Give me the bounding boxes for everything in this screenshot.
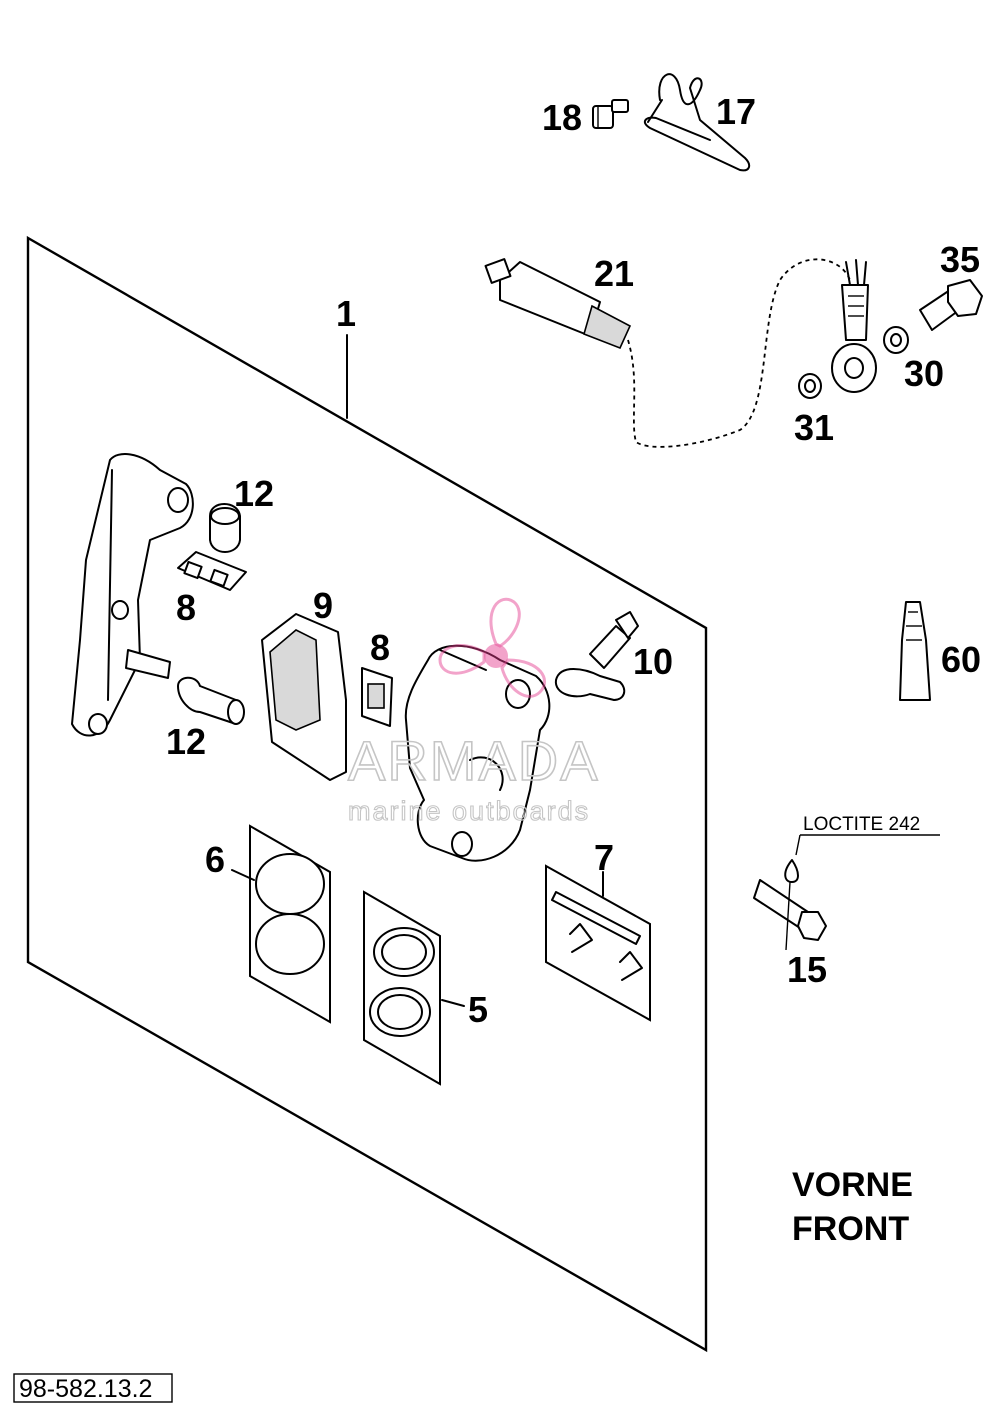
callout-12-lower: 12 (166, 721, 206, 762)
guide-bushing-upper (209, 503, 241, 553)
pad-pin-and-clips (551, 891, 643, 981)
leader-5 (441, 999, 465, 1007)
callout-21: 21 (594, 253, 634, 294)
bleeder-valve (554, 611, 639, 701)
caliper-assembly-panel (26, 235, 708, 1353)
callout-15: 15 (787, 949, 827, 990)
watermark-brand: ARMADA (348, 729, 600, 792)
callout-12-upper: 12 (234, 473, 274, 514)
brake-hose-dashed (627, 258, 851, 448)
callout-10: 10 (633, 641, 673, 682)
brake-pad (261, 613, 347, 781)
drawing-ref-box (13, 1373, 173, 1403)
leader-15 (785, 881, 791, 951)
brake-line-clip (643, 73, 751, 172)
leader-6 (231, 869, 255, 881)
callout-35: 35 (940, 239, 980, 280)
caliper-bracket (71, 453, 194, 737)
callout-17: 17 (716, 91, 756, 132)
banjo-hose-fitting (831, 259, 877, 393)
callout-30: 30 (904, 353, 944, 394)
hose-end-fitting (484, 258, 632, 350)
caliper-pistons (255, 853, 325, 975)
front-label-de: VORNE (792, 1166, 913, 1204)
guide-pin-lower (177, 676, 245, 725)
watermark-logo (438, 597, 546, 698)
pad-spring-upper (177, 551, 247, 591)
banjo-bolt (919, 279, 983, 331)
front-label-en: FRONT (792, 1210, 909, 1248)
clip-screw (592, 99, 629, 129)
washer-30-hole (890, 333, 902, 347)
pad-spring-lower (361, 667, 393, 727)
callout-6: 6 (205, 839, 225, 880)
callout-1: 1 (336, 293, 356, 334)
callout-5: 5 (468, 989, 488, 1030)
callout-8-upper: 8 (176, 587, 196, 628)
caliper-body (404, 644, 551, 862)
callout-7: 7 (594, 837, 614, 878)
caliper-bolt (753, 834, 940, 941)
washer-31-hole (804, 379, 816, 393)
callout-9: 9 (313, 585, 333, 626)
piston-seals (369, 927, 435, 1037)
callout-8-lower: 8 (370, 627, 390, 668)
watermark-tagline: marine outboards (348, 796, 590, 826)
callout-31: 31 (794, 407, 834, 448)
threadlocker-bottle (899, 601, 931, 701)
callout-60: 60 (941, 639, 981, 680)
callout-18: 18 (542, 97, 582, 138)
loctite-note: LOCTITE 242 (803, 814, 920, 835)
drawing-ref: 98-582.13.2 (19, 1375, 152, 1403)
